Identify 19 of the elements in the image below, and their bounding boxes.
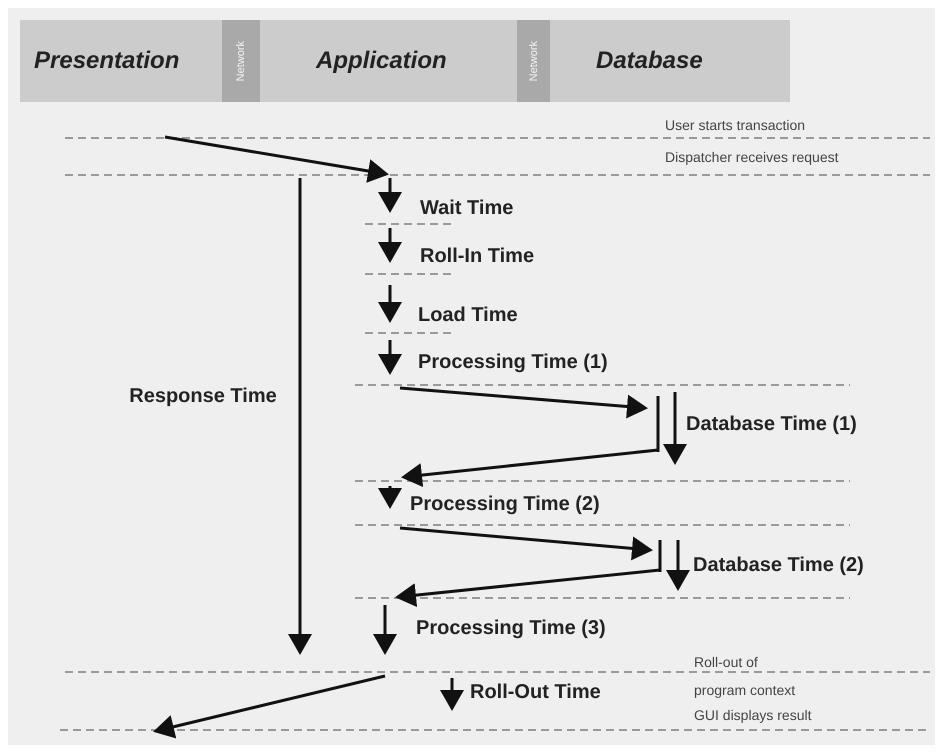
event-note: User starts transaction <box>665 117 806 133</box>
layer-band: Database <box>550 20 790 102</box>
layer-band: Presentation <box>20 20 222 102</box>
event-note: GUI displays result <box>694 707 812 723</box>
time-label: Wait Time <box>420 197 514 220</box>
time-label: Processing Time (2) <box>410 493 600 516</box>
layer-band: Application <box>260 20 517 102</box>
event-note: Roll-out of program context <box>694 653 796 700</box>
event-note: Dispatcher receives request <box>665 149 839 165</box>
network-band: Network <box>222 20 260 102</box>
time-label: Roll-In Time <box>420 245 534 268</box>
network-band: Network <box>517 20 550 102</box>
time-label: Processing Time (3) <box>416 617 606 640</box>
time-label: Database Time (1) <box>686 413 857 436</box>
time-label: Processing Time (1) <box>418 351 608 374</box>
time-label: Response Time <box>128 384 278 409</box>
time-label: Load Time <box>418 304 518 327</box>
time-label: Database Time (2) <box>693 554 864 577</box>
time-label: Roll-Out Time <box>470 681 601 704</box>
